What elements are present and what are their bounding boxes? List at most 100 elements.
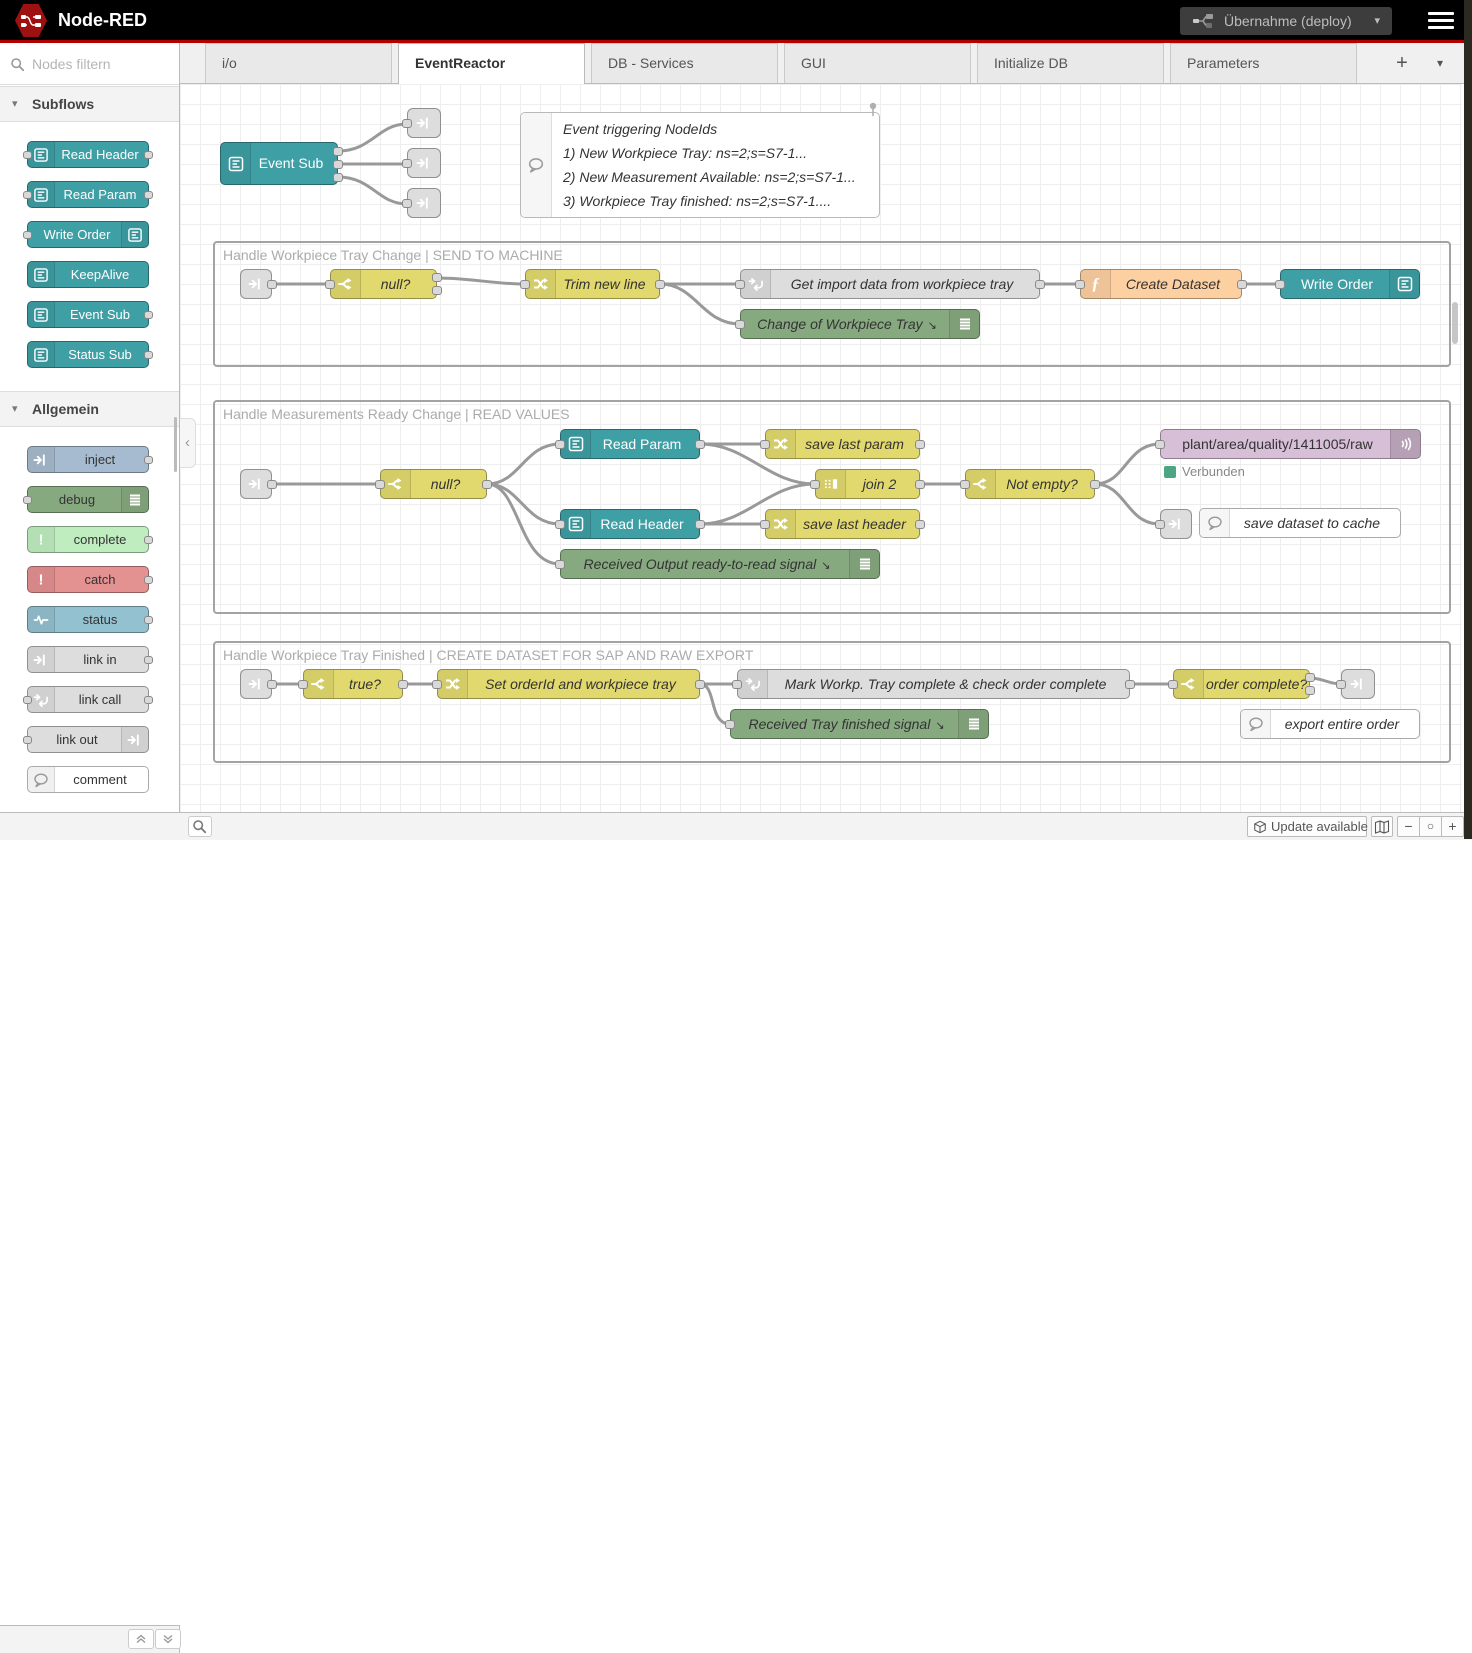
node-link-call-mark-complete[interactable]: Mark Workp. Tray complete & check order … <box>732 669 1135 699</box>
port[interactable] <box>144 456 153 464</box>
port[interactable] <box>375 480 385 489</box>
port[interactable] <box>810 480 820 489</box>
port[interactable] <box>23 151 32 159</box>
group-tray-finished[interactable]: Handle Workpiece Tray Finished | CREATE … <box>213 641 1451 763</box>
port[interactable] <box>1305 686 1315 695</box>
port[interactable] <box>402 199 412 208</box>
node-function-create-dataset[interactable]: ƒ Create Dataset <box>1075 269 1247 299</box>
node-comment-export-order[interactable]: export entire order <box>1240 709 1420 739</box>
port[interactable] <box>555 440 565 449</box>
node-change-trim[interactable]: Trim new line <box>520 269 665 299</box>
port[interactable] <box>915 440 925 449</box>
port[interactable] <box>915 520 925 529</box>
port[interactable] <box>23 191 32 199</box>
port[interactable] <box>1237 280 1247 289</box>
node-link-in[interactable] <box>240 669 277 699</box>
zoom-out-button[interactable]: − <box>1397 816 1420 837</box>
port[interactable] <box>1090 480 1100 489</box>
port[interactable] <box>432 273 442 282</box>
port[interactable] <box>1168 680 1178 689</box>
port[interactable] <box>760 520 770 529</box>
node-subflow-write-order[interactable]: Write Order <box>1275 269 1420 299</box>
port[interactable] <box>398 680 408 689</box>
port[interactable] <box>655 280 665 289</box>
palette-node-inject[interactable]: inject <box>27 446 153 473</box>
palette-node-debug[interactable]: debug <box>23 486 149 513</box>
port[interactable] <box>555 520 565 529</box>
node-link-out[interactable] <box>402 188 441 218</box>
port[interactable] <box>1075 280 1085 289</box>
port[interactable] <box>520 280 530 289</box>
port[interactable] <box>325 280 335 289</box>
port[interactable] <box>915 480 925 489</box>
palette-node-comment[interactable]: comment <box>27 766 149 793</box>
node-join[interactable]: join 2 <box>810 469 925 499</box>
palette-node-link-call[interactable]: link call <box>23 686 153 713</box>
port[interactable] <box>482 480 492 489</box>
group-send-to-machine[interactable]: Handle Workpiece Tray Change | SEND TO M… <box>213 241 1451 367</box>
tab-parameters[interactable]: Parameters <box>1170 43 1357 83</box>
port[interactable] <box>144 351 153 359</box>
port[interactable] <box>1035 280 1045 289</box>
node-link-in[interactable] <box>240 269 277 299</box>
tab-gui[interactable]: GUI <box>784 43 971 83</box>
deploy-button[interactable]: Übernahme (deploy) ▾ <box>1180 7 1392 35</box>
palette-collapse-all-button[interactable] <box>128 1629 154 1649</box>
palette-search[interactable] <box>0 43 179 85</box>
port[interactable] <box>23 231 32 239</box>
node-link-in[interactable] <box>240 469 277 499</box>
workspace-search-button[interactable] <box>188 816 212 837</box>
palette-node-status-sub[interactable]: Status Sub <box>27 341 153 368</box>
palette-node-status[interactable]: status <box>27 606 153 633</box>
port[interactable] <box>267 480 277 489</box>
port[interactable] <box>432 680 442 689</box>
tab-io[interactable]: i/o <box>205 43 392 83</box>
node-switch-not-empty[interactable]: Not empty? <box>960 469 1100 499</box>
node-switch-null[interactable]: null? <box>325 269 442 299</box>
node-mqtt-out[interactable]: plant/area/quality/1411005/raw <box>1155 429 1421 459</box>
port[interactable] <box>144 151 153 159</box>
deploy-caret-icon[interactable]: ▾ <box>1374 15 1380 27</box>
port[interactable] <box>144 536 153 544</box>
node-debug-received-output[interactable]: Received Output ready-to-read signal↘ <box>555 549 880 579</box>
port[interactable] <box>1155 520 1165 529</box>
node-subflow-read-header[interactable]: Read Header <box>555 509 705 539</box>
node-link-out[interactable] <box>402 148 441 178</box>
port[interactable] <box>144 616 153 624</box>
zoom-in-button[interactable]: + <box>1441 816 1464 837</box>
palette-expand-all-button[interactable] <box>155 1629 181 1649</box>
info-comment-box[interactable]: Event triggering NodeIds 1) New Workpiec… <box>520 112 880 218</box>
palette-node-link-in[interactable]: link in <box>27 646 153 673</box>
port[interactable] <box>725 720 735 729</box>
port[interactable] <box>144 311 153 319</box>
node-subflow-read-param[interactable]: Read Param <box>555 429 705 459</box>
node-debug-change-tray[interactable]: Change of Workpiece Tray↘ <box>735 309 980 339</box>
port[interactable] <box>144 576 153 584</box>
hamburger-menu-button[interactable] <box>1428 12 1454 29</box>
node-link-out[interactable] <box>1155 509 1192 539</box>
port[interactable] <box>402 159 412 168</box>
node-change-save-header[interactable]: save last header <box>760 509 925 539</box>
port[interactable] <box>298 680 308 689</box>
node-change-set-orderid[interactable]: Set orderId and workpiece tray <box>432 669 705 699</box>
add-flow-button[interactable]: + <box>1396 52 1408 74</box>
port[interactable] <box>144 656 153 664</box>
port[interactable] <box>1305 673 1315 682</box>
port[interactable] <box>695 440 705 449</box>
update-available-button[interactable]: Update available <box>1247 816 1368 837</box>
node-link-call-get-import[interactable]: Get import data from workpiece tray <box>735 269 1045 299</box>
port[interactable] <box>333 160 343 169</box>
port[interactable] <box>695 520 705 529</box>
port[interactable] <box>23 496 32 504</box>
node-switch-true[interactable]: true? <box>298 669 408 699</box>
tab-initialize-db[interactable]: Initialize DB <box>977 43 1164 83</box>
palette-collapse-handle[interactable]: ‹ <box>180 418 196 468</box>
palette-node-write-order[interactable]: Write Order <box>23 221 149 248</box>
port[interactable] <box>144 696 153 704</box>
port[interactable] <box>267 680 277 689</box>
node-debug-received-tray[interactable]: Received Tray finished signal↘ <box>725 709 989 739</box>
palette-node-keepalive[interactable]: KeepAlive <box>27 261 149 288</box>
palette-node-event-sub[interactable]: Event Sub <box>27 301 153 328</box>
palette-node-read-header[interactable]: Read Header <box>23 141 153 168</box>
palette-node-link-out[interactable]: link out <box>23 726 149 753</box>
